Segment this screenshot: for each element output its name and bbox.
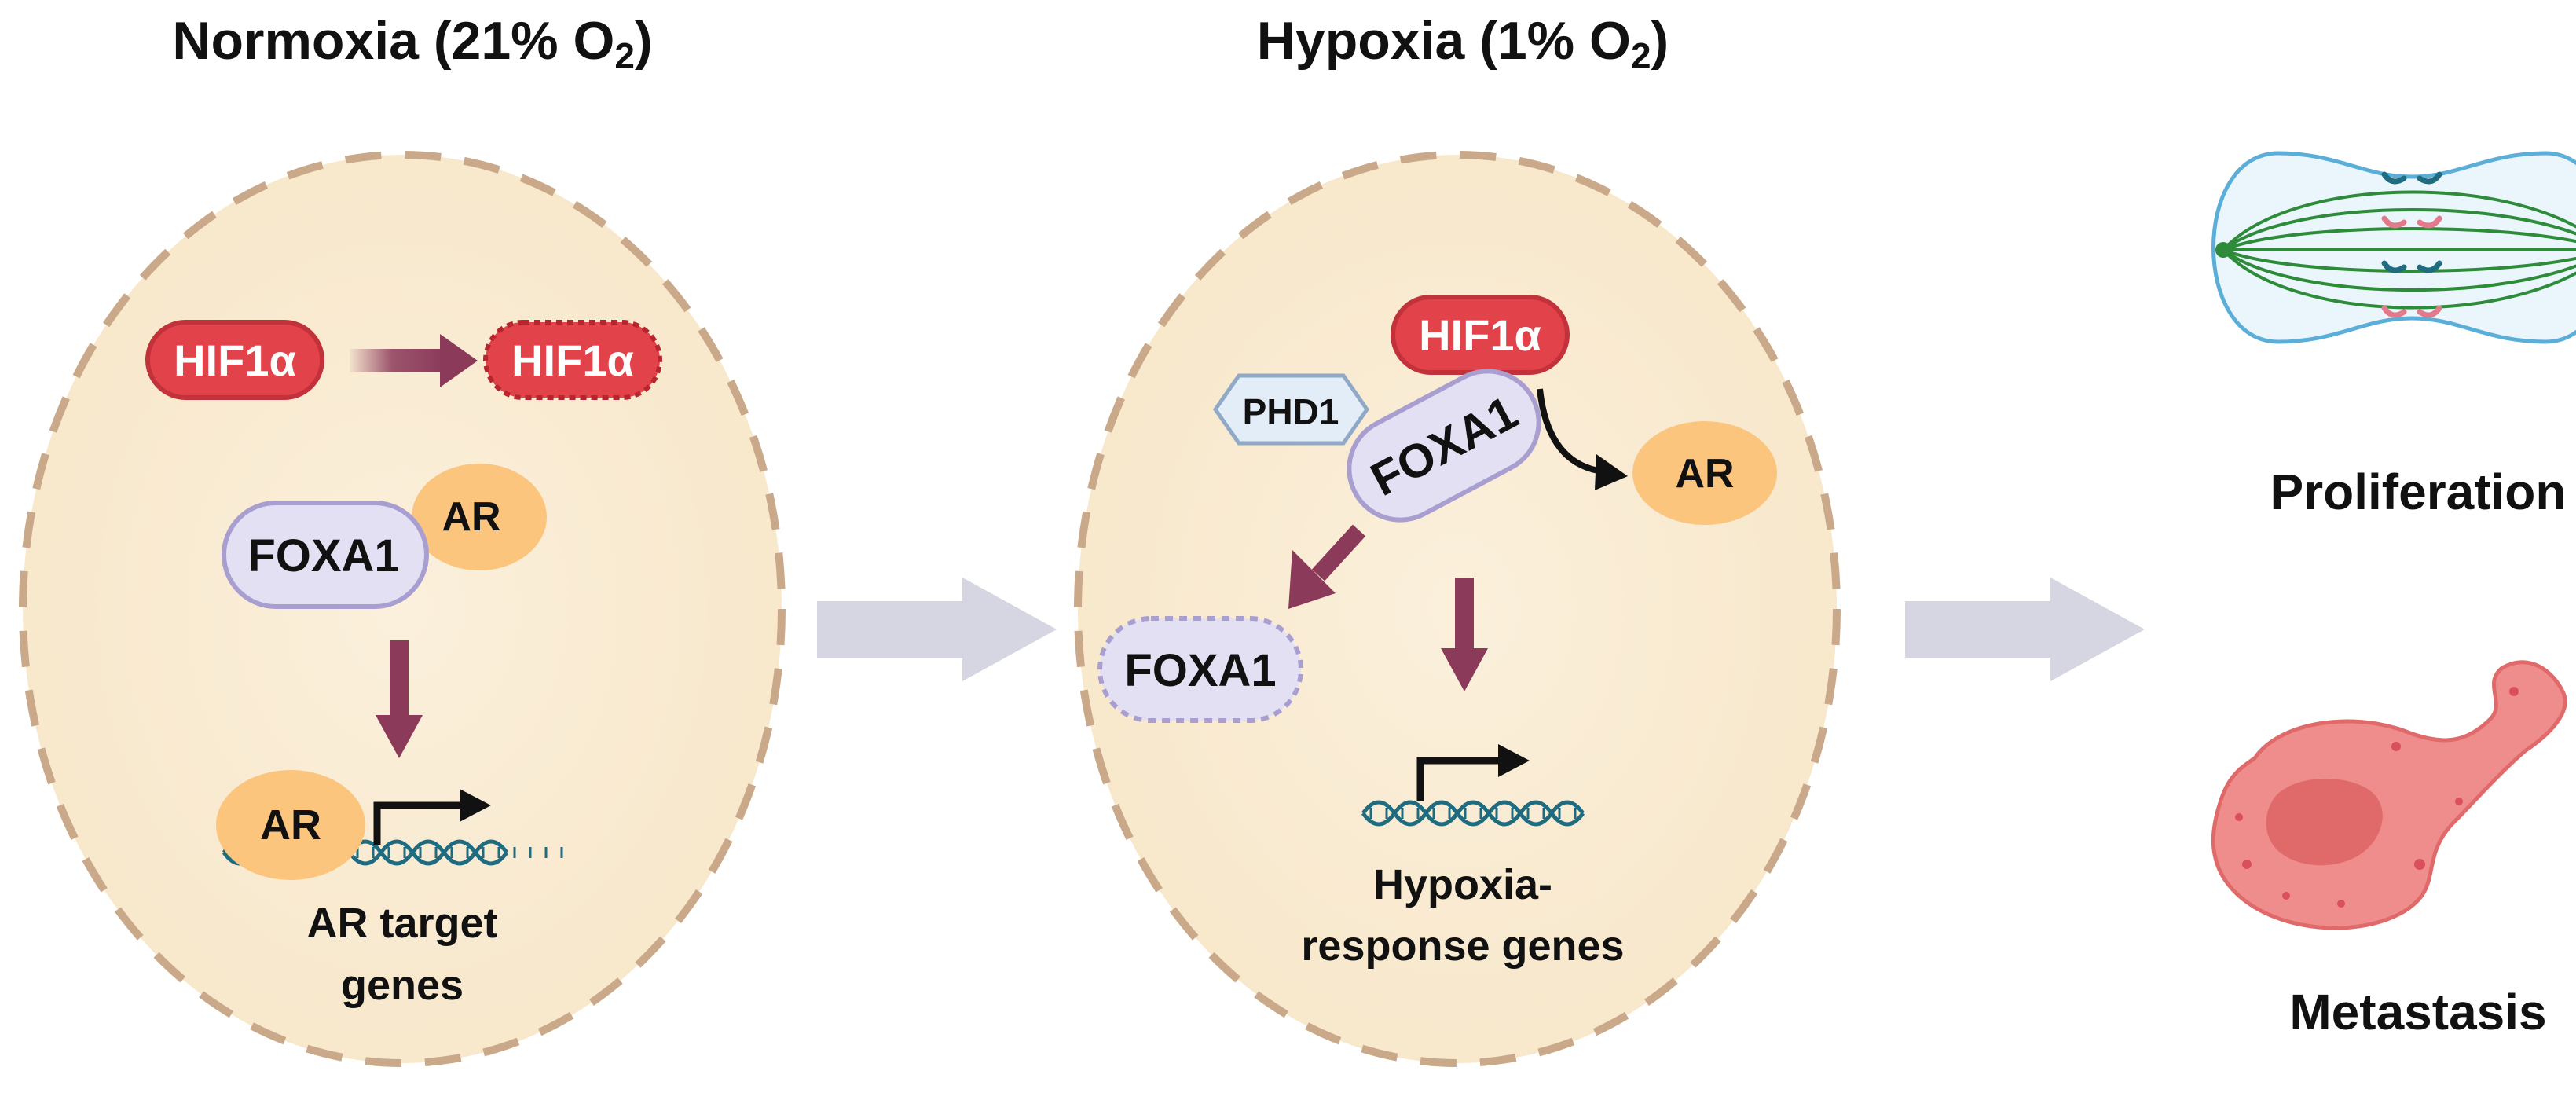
transcription-arrow-head-2 xyxy=(1498,744,1530,777)
ar-bound-protein xyxy=(216,770,365,880)
transcription-start-arrow xyxy=(373,801,464,845)
proliferation-label: Proliferation xyxy=(2270,464,2567,520)
phd1-hexagon: PHD1 xyxy=(1212,373,1370,446)
hypoxia-ar: AR xyxy=(1632,421,1777,525)
transcription-arrow-head xyxy=(460,789,491,822)
normoxia-down-arrow xyxy=(376,640,423,758)
degradation-arrow-head xyxy=(440,334,478,387)
normoxia-title: Normoxia (21% O2) xyxy=(172,11,652,76)
hif1a-label: HIF1α xyxy=(174,336,296,385)
normoxia-hif1a-degradation: HIF1α HIF1α xyxy=(145,320,662,400)
hypoxia-dna-target xyxy=(1361,744,1585,827)
hypoxia-hif1a: HIF1α xyxy=(1391,295,1570,375)
ar-free-protein xyxy=(1632,421,1777,525)
metastatic-cell-icon xyxy=(2211,660,2567,930)
foxa1-degraded-label: FOXA1 xyxy=(1124,645,1276,696)
phd1-label: PHD1 xyxy=(1243,391,1339,432)
metastasis-label: Metastasis xyxy=(2289,984,2546,1040)
hypoxia-title: Hypoxia (1% O2) xyxy=(1257,11,1669,76)
hif1a-degraded-label: HIF1α xyxy=(511,336,634,385)
ar-label: AR xyxy=(442,494,500,540)
foxa1-degradation-arrow xyxy=(1288,524,1366,609)
hypoxia-down-arrow xyxy=(1441,578,1488,691)
degradation-arrow-shaft xyxy=(350,349,444,372)
normoxia-dna-ar-target: AR xyxy=(216,770,563,880)
dividing-cell-icon xyxy=(2211,151,2576,344)
ar-protein xyxy=(412,464,547,570)
flow-arrow-1 xyxy=(817,578,1057,681)
release-arrow xyxy=(1537,388,1628,490)
ar-free-label: AR xyxy=(1675,451,1734,497)
foxa1-degraded-protein xyxy=(1097,616,1303,723)
hif1a-stable-label: HIF1α xyxy=(1419,310,1541,360)
hif1a-protein xyxy=(145,320,324,400)
hif1a-degraded-protein xyxy=(483,320,662,400)
ar-bound-label: AR xyxy=(260,801,321,849)
hypoxia-foxa1-degraded: FOXA1 xyxy=(1097,616,1303,723)
hypoxia-response-genes-line1: Hypoxia- xyxy=(1373,861,1552,908)
foxa1-active-protein xyxy=(1347,368,1541,522)
hypoxia-response-genes-line2: response genes xyxy=(1301,922,1624,970)
dna-helix-icon-2 xyxy=(1361,800,1585,827)
normoxia-foxa1-ar-complex: FOXA1 AR xyxy=(222,464,547,609)
transcription-start-arrow-2 xyxy=(1416,757,1502,801)
flow-arrow-2 xyxy=(1905,578,2145,681)
foxa1-protein xyxy=(222,500,429,609)
ar-target-genes-line2: genes xyxy=(341,962,464,1009)
ar-target-genes-line1: AR target xyxy=(306,900,497,947)
foxa1-label: FOXA1 xyxy=(247,530,399,581)
